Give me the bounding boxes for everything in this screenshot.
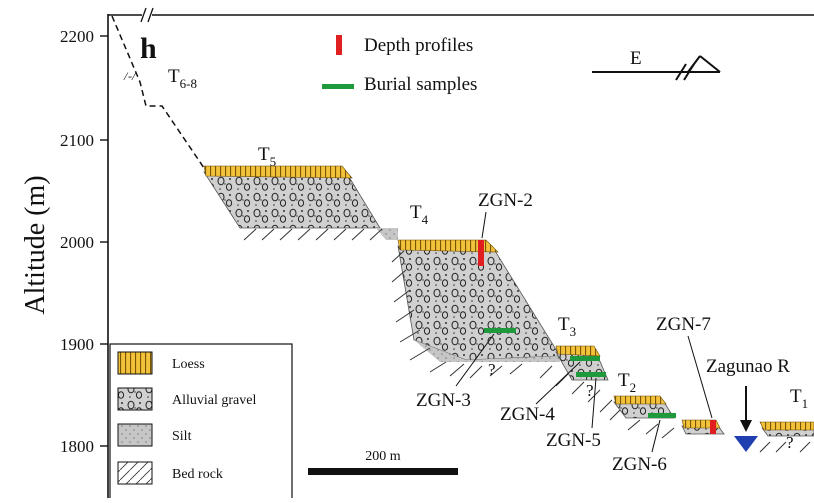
terrace-t4-label: T4 — [410, 202, 429, 227]
t6-8-slope: / / - — [111, 15, 205, 169]
lithology-legend: Loess Alluvial gravel Silt Bed rock — [109, 343, 293, 501]
terrace-t6-8-label: T6-8 — [168, 66, 197, 91]
legend-silt-swatch — [117, 423, 153, 447]
zgn7-leader — [687, 335, 713, 419]
zgn4-label: ZGN-4 — [500, 404, 555, 425]
zgn3-leader — [455, 333, 495, 387]
bedrock-hatch-t2 — [609, 409, 675, 439]
svg-text:/: / — [131, 69, 137, 83]
zgn5-burial-sample — [576, 372, 606, 377]
river-arrowhead — [740, 420, 752, 432]
legend-gravel-swatch — [117, 387, 153, 411]
zgn4-leader — [535, 361, 581, 405]
legend-loess-swatch — [117, 351, 153, 375]
terrace-t3-label: T3 — [558, 314, 576, 339]
zgn7-depth-profile — [710, 420, 716, 434]
depth-profile-swatch — [336, 35, 342, 55]
direction-label: E — [630, 48, 642, 69]
terrace-t5 — [203, 165, 398, 240]
svg-text:/: / — [123, 69, 129, 83]
unknown-mark-t1: ? — [786, 433, 794, 452]
burial-sample-swatch — [322, 84, 354, 89]
terrace-t4 — [397, 239, 561, 362]
zgn2-label: ZGN-2 — [478, 190, 533, 211]
panel-label: h — [140, 32, 157, 65]
unknown-mark-t4: ? — [488, 360, 496, 379]
zgn5-leader — [591, 377, 597, 429]
river-channel — [734, 436, 758, 452]
zgn6-burial-sample — [648, 413, 676, 418]
svg-text:-: - — [128, 69, 132, 83]
legend-silt-label: Silt — [172, 429, 192, 444]
y-tick-2200: 2200 — [60, 27, 94, 46]
zgn3-label: ZGN-3 — [416, 390, 471, 411]
depth-profiles-label: Depth profiles — [364, 35, 473, 56]
lowest-terrace — [681, 419, 725, 435]
y-tick-2000: 2000 — [60, 233, 94, 252]
y-axis-label: Altitude (m) — [20, 175, 51, 314]
top-legend: Depth profiles Burial samples — [322, 35, 477, 95]
burial-samples-label: Burial samples — [364, 74, 477, 95]
y-tick-2100: 2100 — [60, 131, 94, 150]
legend-bedrock-label: Bed rock — [172, 467, 223, 482]
legend-gravel-label: Alluvial gravel — [172, 393, 256, 408]
bedrock-hatch-t5 — [243, 228, 383, 241]
y-tick-1900: 1900 — [60, 335, 94, 354]
unknown-mark-t3: ? — [586, 381, 594, 400]
terrace-t1 — [759, 421, 814, 437]
terrace-t1-label: T1 — [790, 386, 808, 411]
zgn4-burial-sample — [570, 356, 600, 361]
zgn5-label: ZGN-5 — [546, 430, 601, 451]
zgn2-depth-profile — [478, 240, 484, 266]
terrace-t5-label: T5 — [258, 144, 276, 169]
east-direction-arrow: E — [592, 48, 721, 81]
zgn6-label: ZGN-6 — [612, 454, 667, 475]
scale-bar: 200 m — [308, 449, 458, 475]
scale-bar-label: 200 m — [365, 449, 401, 464]
legend-bedrock-swatch — [117, 461, 153, 485]
bedrock-hatch-t4 — [391, 250, 523, 379]
y-tick-1800: 1800 — [60, 437, 94, 456]
y-axis: 2200 2100 2000 1900 1800 Altitude (m) — [20, 14, 109, 498]
bedrock-hatch-t1 — [759, 441, 811, 453]
legend-loess-label: Loess — [172, 357, 205, 372]
zgn7-label: ZGN-7 — [656, 314, 711, 335]
zgn2-leader — [481, 211, 487, 239]
top-frame — [108, 7, 814, 23]
zgn3-burial-sample — [484, 328, 516, 333]
river-label: Zagunao R — [706, 356, 790, 377]
zgn6-leader — [651, 419, 661, 453]
terrace-t2-label: T2 — [618, 370, 636, 395]
